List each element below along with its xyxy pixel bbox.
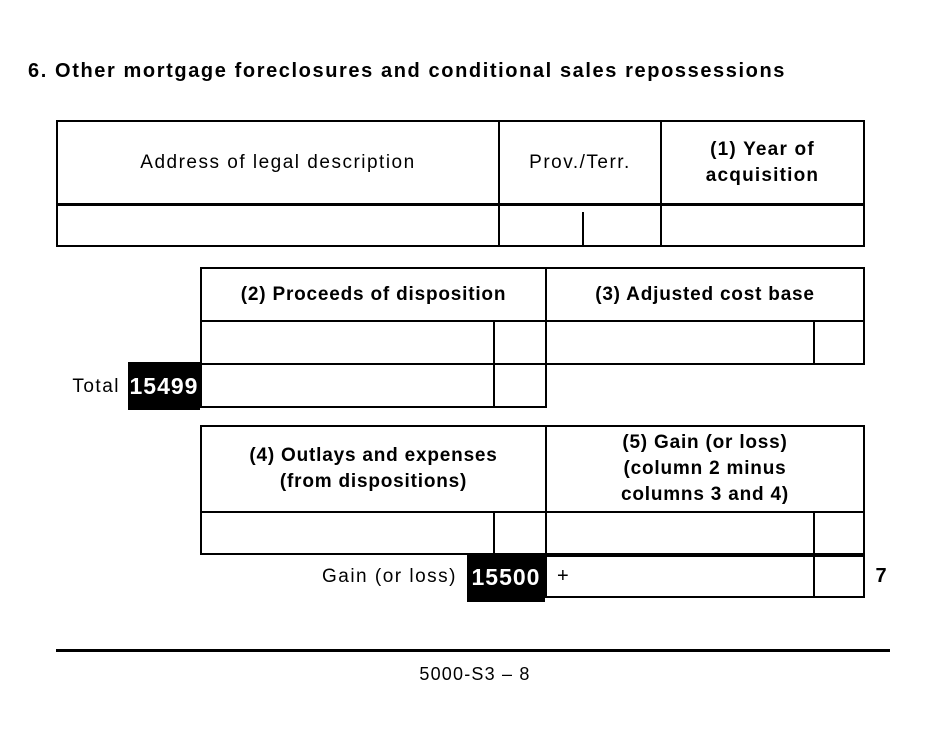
year-column-header: (1) Year of acquisition xyxy=(660,122,863,203)
footer-rule xyxy=(56,649,890,652)
field-code-15499: 15499 xyxy=(128,362,200,410)
acb-cents-field[interactable] xyxy=(813,322,863,363)
outlays-header-line: (from dispositions) xyxy=(279,471,468,492)
field-code-15500: 15500 xyxy=(467,553,545,602)
proceeds-acb-entry-row xyxy=(200,322,865,365)
prov-terr-input-cell[interactable] xyxy=(498,206,660,245)
gain-header-line: (5) Gain (or loss) xyxy=(622,432,788,453)
proceeds-column-header: (2) Proceeds of disposition xyxy=(240,283,507,305)
prov-terr-cell-divider xyxy=(582,212,584,245)
year-input-cell[interactable] xyxy=(660,206,863,245)
page-footer: 5000-S3 – 8 xyxy=(419,664,531,684)
outlays-gain-entry-row xyxy=(200,513,865,555)
total-label: Total xyxy=(72,375,120,397)
outlays-column-header: (4) Outlays and expenses (from dispositi… xyxy=(202,427,545,511)
proceeds-cents-field[interactable] xyxy=(493,322,545,363)
proceeds-amount-field xyxy=(202,322,545,363)
outlays-header-line: (4) Outlays and expenses xyxy=(249,445,498,466)
acb-dollars-field[interactable] xyxy=(547,322,813,363)
gain-col-cents-field[interactable] xyxy=(813,513,863,553)
property-table-header-row: Address of legal description Prov./Terr.… xyxy=(56,120,865,206)
outlays-dollars-field[interactable] xyxy=(202,513,493,553)
adjusted-cost-base-amount-field xyxy=(545,322,863,363)
proceeds-dollars-field[interactable] xyxy=(202,322,493,363)
total-dollars-field[interactable] xyxy=(202,365,493,406)
outlays-gain-header-row: (4) Outlays and expenses (from dispositi… xyxy=(200,425,865,513)
total-amount-field xyxy=(200,365,547,408)
outlays-cents-field[interactable] xyxy=(493,513,545,553)
total-cents-field[interactable] xyxy=(493,365,545,406)
address-column-header: Address of legal description xyxy=(140,151,416,173)
gain-header-line: (column 2 minus xyxy=(623,458,787,479)
gain-or-loss-label: Gain (or loss) xyxy=(321,566,457,587)
outlays-amount-field xyxy=(202,513,545,553)
gain-column-amount-field xyxy=(545,513,863,553)
adjusted-cost-base-column-header: (3) Adjusted cost base xyxy=(545,269,863,320)
gain-column-header: (5) Gain (or loss) (column 2 minus colum… xyxy=(545,427,863,511)
gain-total-cents-field[interactable] xyxy=(813,557,863,596)
proceeds-acb-header-row: (2) Proceeds of disposition (3) Adjusted… xyxy=(200,267,865,322)
section-heading: 6. Other mortgage foreclosures and condi… xyxy=(28,60,787,82)
gain-col-dollars-field[interactable] xyxy=(547,513,813,553)
property-table-entry-row xyxy=(56,206,865,247)
gain-total-amount-field: + xyxy=(545,555,865,598)
prov-terr-column-header: Prov./Terr. xyxy=(498,122,660,203)
gain-header-line: columns 3 and 4) xyxy=(620,484,789,505)
address-input-cell[interactable] xyxy=(58,206,498,245)
line-7-reference: 7 xyxy=(875,565,887,587)
plus-sign: + xyxy=(557,565,569,587)
